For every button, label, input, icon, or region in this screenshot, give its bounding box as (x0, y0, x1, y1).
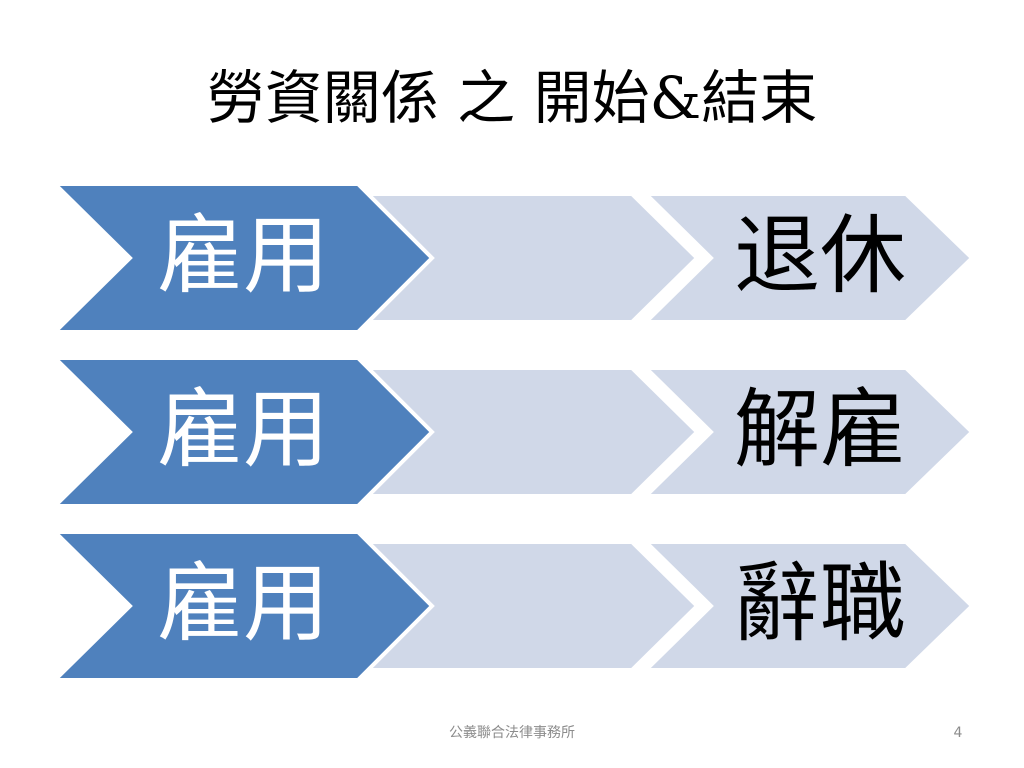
start-chevron (50, 356, 435, 508)
end-label: 退休 (734, 206, 906, 306)
end-label: 辭職 (734, 554, 906, 654)
process-row: 雇用 退休 (50, 182, 975, 334)
start-label: 雇用 (157, 206, 329, 306)
end-label: 解雇 (734, 380, 906, 480)
start-label: 雇用 (157, 554, 329, 654)
slide-title: 勞資關係 之 開始&結束 (207, 64, 818, 132)
process-row: 雇用 辭職 (50, 530, 975, 682)
end-chevron (641, 192, 975, 324)
process-row: 雇用 解雇 (50, 356, 975, 508)
start-chevron (50, 530, 435, 682)
page-number: 4 (954, 725, 963, 741)
end-chevron (641, 540, 975, 672)
footer-organization: 公義聯合法律事務所 (449, 724, 575, 741)
start-label: 雇用 (157, 380, 329, 480)
end-chevron (641, 366, 975, 498)
start-chevron (50, 182, 435, 334)
